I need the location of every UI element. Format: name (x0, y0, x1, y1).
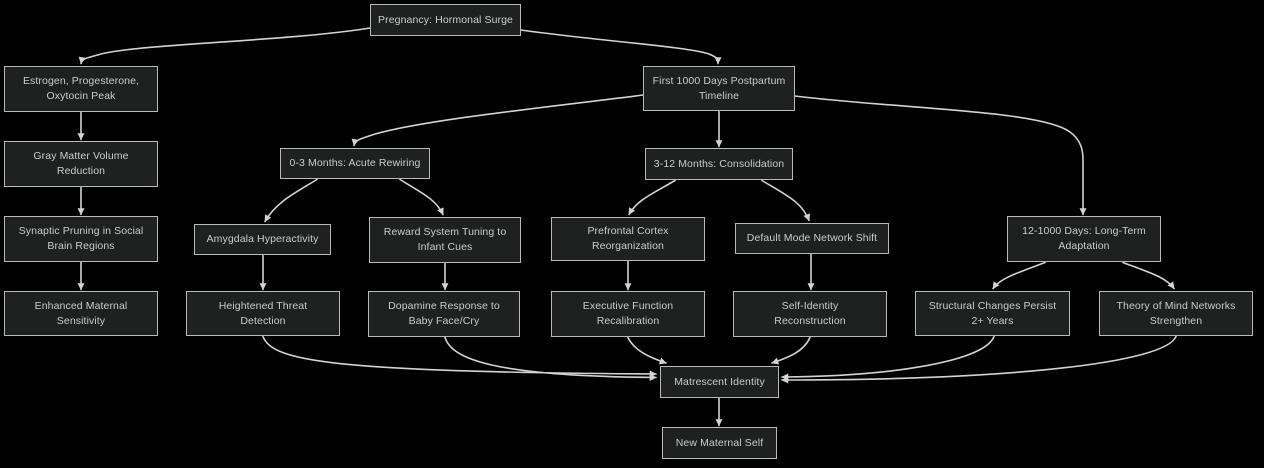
node-acute: 0-3 Months: Acute Rewiring (280, 148, 430, 179)
edge-selfIdentity-matrescent (771, 336, 811, 365)
edge-group (77, 27, 1177, 427)
node-structural: Structural Changes Persist 2+ Years (915, 291, 1070, 336)
node-amygdala: Amygdala Hyperactivity (194, 224, 331, 255)
node-estrogen: Estrogen, Progesterone, Oxytocin Peak (4, 66, 158, 112)
edge-longTerm-structural (992, 261, 1046, 290)
edge-pregnancy-estrogen (78, 27, 371, 65)
node-theory: Theory of Mind Networks Strengthen (1099, 291, 1253, 336)
node-synaptic: Synaptic Pruning in Social Brain Regions (4, 216, 158, 262)
node-first1000: First 1000 Days Postpartum Timeline (643, 66, 795, 111)
node-dmn: Default Mode Network Shift (735, 223, 889, 254)
edge-structural-matrescent (781, 335, 995, 381)
edge-dopamine-matrescent (444, 336, 657, 381)
node-selfIdentity: Self-Identity Reconstruction (733, 291, 887, 337)
node-threat: Heightened Threat Detection (186, 291, 340, 336)
edge-theory-matrescent (781, 335, 1177, 384)
node-reward: Reward System Tuning to Infant Cues (369, 217, 521, 263)
node-longTerm: 12-1000 Days: Long-Term Adaptation (1007, 216, 1161, 262)
edge-threat-matrescent (262, 335, 657, 378)
edge-pregnancy-first1000 (520, 29, 722, 65)
edge-consolidation-prefrontal (628, 179, 676, 216)
edge-longTerm-theory (1122, 261, 1175, 290)
node-pregnancy: Pregnancy: Hormonal Surge (370, 4, 521, 36)
node-newSelf: New Maternal Self (662, 427, 777, 459)
edge-executive-matrescent (627, 336, 667, 365)
edge-first1000-acute (351, 94, 644, 147)
node-matrescent: Matrescent Identity (660, 366, 779, 398)
node-enhanced: Enhanced Maternal Sensitivity (4, 291, 158, 336)
node-executive: Executive Function Recalibration (551, 291, 705, 337)
edge-first1000-longTerm (794, 95, 1087, 216)
node-dopamine: Dopamine Response to Baby Face/Cry (368, 291, 520, 337)
node-consolidation: 3-12 Months: Consolidation (645, 148, 793, 180)
node-grayMatter: Gray Matter Volume Reduction (4, 141, 158, 187)
edge-acute-amygdala (264, 178, 318, 223)
edge-consolidation-dmn (761, 179, 811, 222)
node-prefrontal: Prefrontal Cortex Reorganization (551, 217, 705, 261)
edge-acute-reward (399, 178, 444, 216)
